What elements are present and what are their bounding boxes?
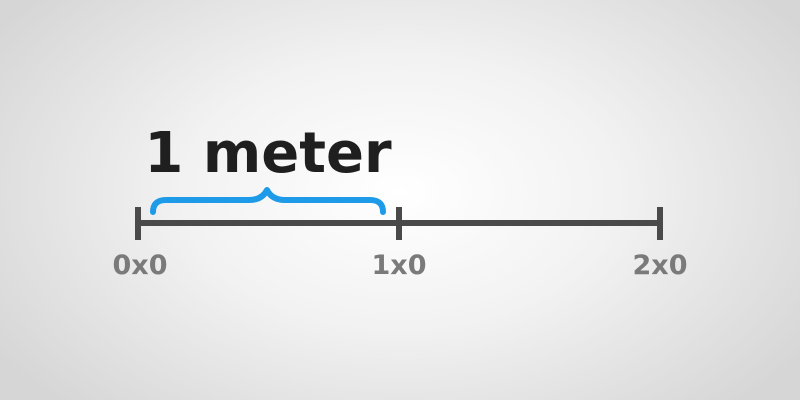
measure-brace bbox=[150, 187, 386, 215]
tick-label-2: 2x0 bbox=[633, 250, 688, 281]
tick-label-0: 0x0 bbox=[113, 250, 168, 281]
tick-label-1: 1x0 bbox=[372, 250, 427, 281]
measure-label: 1 meter bbox=[144, 121, 392, 186]
